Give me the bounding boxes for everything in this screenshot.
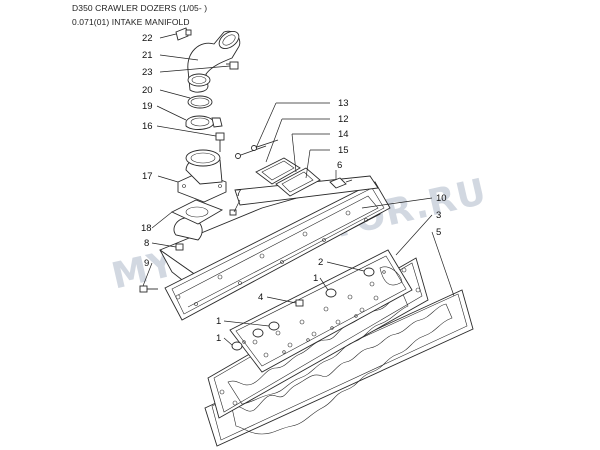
part-1-plug <box>231 267 375 351</box>
callout-1-middle: 1 <box>216 316 221 327</box>
callout-19: 19 <box>142 101 153 112</box>
callout-1-lower: 1 <box>216 333 221 344</box>
part-10-intake-manifold <box>159 175 391 321</box>
part-13-bolts <box>235 139 279 159</box>
part-14-gasket <box>275 167 321 197</box>
callout-3: 3 <box>436 210 441 221</box>
part-9-bolt <box>139 285 158 293</box>
part-18-gasket <box>170 199 224 225</box>
callout-8: 8 <box>144 238 149 249</box>
callout-labels: 22 21 23 20 19 16 17 13 12 14 15 6 7 10 … <box>141 33 447 344</box>
part-21-elbow <box>187 30 241 93</box>
callout-14: 14 <box>338 129 349 140</box>
callout-10: 10 <box>436 193 447 204</box>
part-22-fitting <box>175 27 192 41</box>
part-17-flange-housing <box>177 149 227 203</box>
part-8-screw <box>175 243 184 251</box>
callout-16: 16 <box>142 121 153 132</box>
callout-6: 6 <box>337 160 342 171</box>
callout-15: 15 <box>338 145 349 156</box>
callout-5: 5 <box>436 227 441 238</box>
callout-21: 21 <box>142 50 153 61</box>
leader-lines <box>142 33 455 346</box>
callout-18: 18 <box>141 223 152 234</box>
part-16-bolt <box>215 132 225 152</box>
part-6-sensor <box>329 177 353 189</box>
callout-2: 2 <box>318 257 323 268</box>
callout-17: 17 <box>142 171 153 182</box>
callout-1-upper: 1 <box>313 273 318 284</box>
page-title: D350 CRAWLER DOZERS (1/05- ) <box>72 3 208 13</box>
callout-23: 23 <box>142 67 153 78</box>
callout-7: 7 <box>236 188 241 199</box>
part-2-cover-plate <box>229 249 413 373</box>
part-19-clamp <box>185 115 223 130</box>
callout-22: 22 <box>142 33 153 44</box>
callout-12: 12 <box>338 114 349 125</box>
part-23-screw <box>226 61 239 70</box>
callout-20: 20 <box>142 85 153 96</box>
callout-13: 13 <box>338 98 349 109</box>
part-4-bolt <box>295 299 304 307</box>
part-12-cover <box>255 157 301 185</box>
part-20-o-ring <box>187 95 213 109</box>
page-subtitle: 0.071(01) INTAKE MANIFOLD <box>72 17 190 27</box>
callout-4: 4 <box>258 292 263 303</box>
part-7-plug <box>229 209 237 216</box>
callout-9: 9 <box>144 258 149 269</box>
